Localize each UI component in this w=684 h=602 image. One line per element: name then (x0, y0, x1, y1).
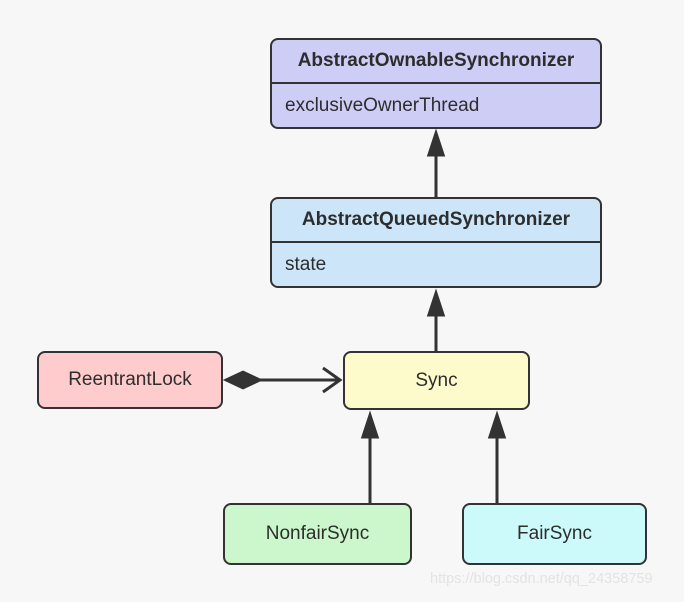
class-title-sync: Sync (415, 369, 458, 391)
class-box-abstract-queued-synchronizer: AbstractQueuedSynchronizer state (270, 197, 602, 288)
class-field-state: state (285, 253, 327, 275)
class-box-sync: Sync (343, 351, 530, 410)
class-title-nonfair-sync: NonfairSync (265, 523, 370, 544)
watermark-url: https://blog.csdn.net/qq_24358759 (430, 571, 653, 587)
class-title-fair-sync: FairSync (517, 523, 592, 544)
class-box-abstract-ownable-synchronizer: AbstractOwnableSynchronizer exclusiveOwn… (270, 38, 602, 129)
composition-arrow-reentrantlock-to-sync (222, 366, 343, 394)
class-title-abstract-queued-synchronizer: AbstractQueuedSynchronizer (272, 199, 600, 243)
class-box-reentrant-lock: ReentrantLock (37, 351, 223, 409)
inheritance-arrow-fairsync-to-sync (487, 410, 507, 503)
class-title-reentrant-lock: ReentrantLock (68, 369, 192, 390)
inheritance-arrow-aqs-to-aos (426, 128, 446, 197)
inheritance-arrow-nonfairsync-to-sync (360, 410, 380, 503)
class-box-fair-sync: FairSync (462, 503, 647, 565)
class-field-exclusive-owner-thread: exclusiveOwnerThread (285, 94, 480, 116)
inheritance-arrow-sync-to-aqs (426, 288, 446, 351)
class-title-abstract-ownable-synchronizer: AbstractOwnableSynchronizer (272, 40, 600, 84)
class-box-nonfair-sync: NonfairSync (223, 503, 412, 565)
